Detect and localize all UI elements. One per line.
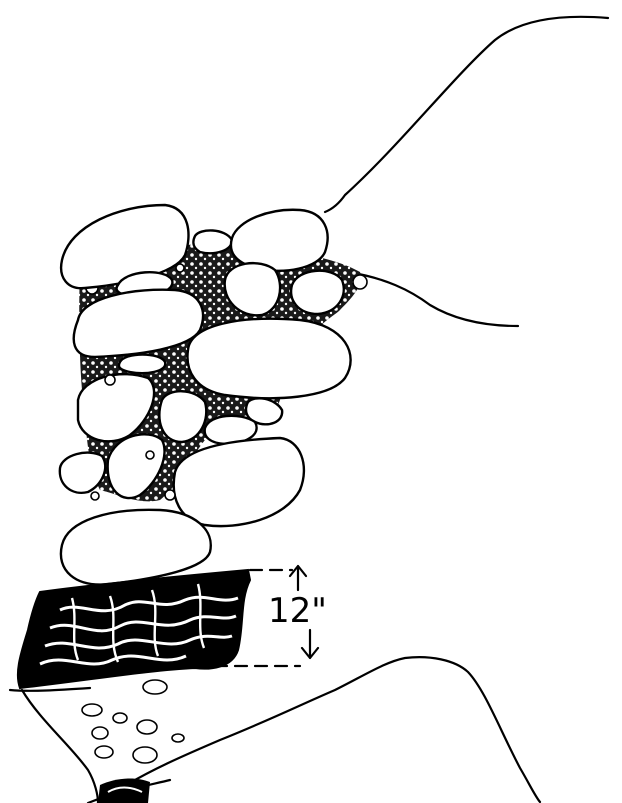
wall-stone <box>193 230 232 253</box>
cobble <box>137 720 157 734</box>
pebble <box>146 451 154 459</box>
bottom-rubble <box>98 778 150 803</box>
pebble <box>176 264 184 272</box>
bedding-layer <box>18 570 250 688</box>
wall-stone <box>291 271 344 314</box>
dimension-arrow-down <box>302 630 318 658</box>
wall-stone <box>60 453 105 493</box>
ground-slope-line <box>348 272 518 326</box>
wall-stone <box>61 510 211 585</box>
cobble <box>82 704 102 716</box>
cobble <box>113 713 127 723</box>
wall-stone <box>231 210 328 271</box>
cobble <box>95 746 113 758</box>
cobble <box>143 680 167 694</box>
cobble <box>172 734 184 742</box>
pebble <box>91 492 99 500</box>
hill-outline <box>325 17 608 212</box>
mortar-stone <box>353 275 367 289</box>
wall-stone <box>119 355 165 374</box>
pebble <box>105 375 115 385</box>
cobble <box>92 727 108 739</box>
dimension-label: 12" <box>268 591 327 631</box>
cobble <box>133 747 157 763</box>
wall-stone <box>187 319 350 398</box>
foreground-slope <box>118 657 540 802</box>
pebble <box>165 490 175 500</box>
